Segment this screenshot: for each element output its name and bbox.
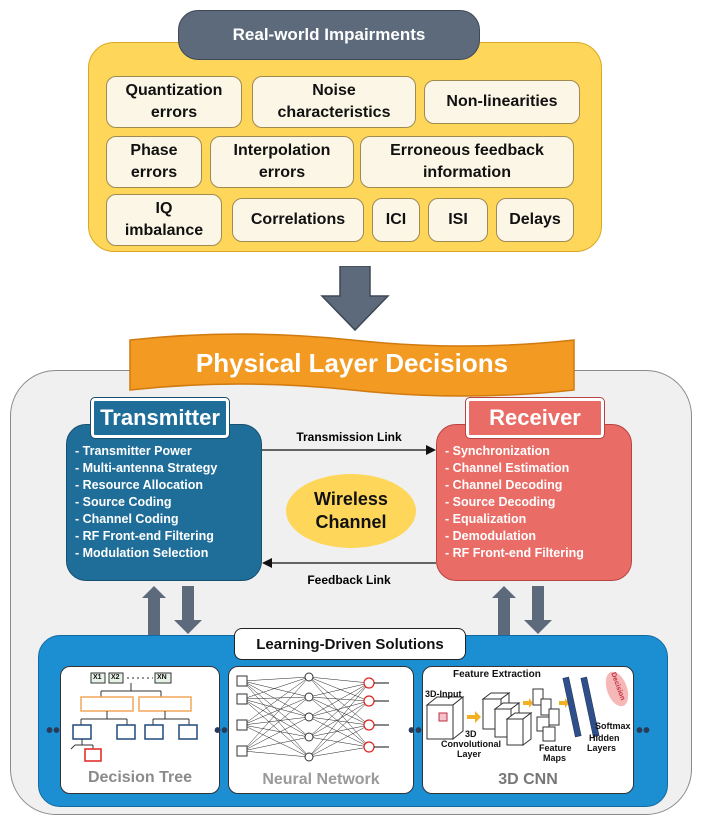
cnn-feature-extraction: Feature Extraction: [453, 669, 541, 680]
tx-learning-arrows-icon: [142, 586, 202, 636]
cnn-input-label: 3D-Input: [425, 689, 462, 699]
transmitter-item: - Multi-antenna Strategy: [75, 461, 218, 475]
impairment-isi: ISI: [428, 198, 488, 242]
learning-title: Learning-Driven Solutions: [234, 628, 466, 660]
dt-xn: XN: [157, 674, 167, 681]
transmitter-box: - Transmitter Power - Multi-antenna Stra…: [66, 424, 262, 581]
cnn-conv-label-2: Convolutional: [441, 739, 501, 749]
ellipsis-dots: ••: [408, 720, 423, 742]
cnn-hidden-label-2: Layers: [587, 743, 617, 753]
receiver-box: - Synchronization - Channel Estimation -…: [436, 424, 632, 581]
feedback-link-label: Feedback Link: [307, 573, 391, 587]
receiver-item: - Demodulation: [445, 529, 536, 543]
impairment-non-linearities: Non-linearities: [424, 80, 580, 124]
cnn-hidden-label-1: Hidden: [589, 733, 620, 743]
down-arrow-icon: [320, 266, 390, 332]
transmitter-item: - Resource Allocation: [75, 478, 204, 492]
feedback-link-arrow: [262, 558, 436, 568]
impairment-delays: Delays: [496, 198, 574, 242]
transmitter-item: - Modulation Selection: [75, 546, 209, 560]
banner-ribbon: [129, 333, 575, 397]
neural-network-label: Neural Network: [262, 771, 380, 788]
ellipsis-dots: ••: [46, 720, 61, 742]
cnn-conv-label-1: 3D: [465, 729, 477, 739]
impairment-correlations: Correlations: [232, 198, 364, 242]
transmitter-item: - Transmitter Power: [75, 444, 192, 458]
decision-tree-diagram: [70, 672, 198, 762]
receiver-item: - Channel Estimation: [445, 461, 570, 475]
transmitter-item: - RF Front-end Filtering: [75, 529, 214, 543]
neural-network-diagram: [236, 672, 389, 762]
receiver-item: - RF Front-end Filtering: [445, 546, 584, 560]
cnn-diagram: [425, 671, 629, 746]
receiver-item: - Equalization: [445, 512, 527, 526]
cnn-label: 3D CNN: [498, 771, 558, 788]
cnn-maps-label-2: Maps: [543, 753, 567, 763]
transmitter-item: - Channel Coding: [75, 512, 179, 526]
cnn-conv-label-3: Layer: [457, 749, 482, 759]
impairments-title: Real-world Impairments: [178, 10, 480, 60]
dt-x2: X2: [111, 674, 120, 681]
ellipsis-dots: ••: [636, 720, 651, 742]
transmitter-title: Transmitter: [90, 397, 230, 439]
cnn-softmax-label: Softmax: [595, 721, 631, 731]
receiver-title: Receiver: [465, 397, 605, 439]
impairment-ici: ICI: [372, 198, 420, 242]
transmission-link-arrow: [262, 445, 436, 455]
receiver-item: - Source Decoding: [445, 495, 556, 509]
rx-learning-arrows-icon: [492, 586, 552, 636]
ellipsis-dots: ••: [214, 720, 229, 742]
neural-network-card: Neural Network: [228, 666, 414, 794]
decision-tree-card: X1 X2 XN Decision Tree: [60, 666, 220, 794]
cnn-card: Feature Extraction 3D-Input 3D Convoluti…: [422, 666, 634, 794]
transmission-link-label: Transmission Link: [296, 430, 402, 444]
transmitter-item: - Source Coding: [75, 495, 172, 509]
dt-x1: X1: [93, 674, 102, 681]
banner-title: Physical Layer Decisions: [195, 347, 509, 378]
decision-tree-label: Decision Tree: [87, 769, 193, 786]
receiver-item: - Channel Decoding: [445, 478, 563, 492]
receiver-item: - Synchronization: [445, 444, 550, 458]
cnn-maps-label-1: Feature: [539, 743, 572, 753]
